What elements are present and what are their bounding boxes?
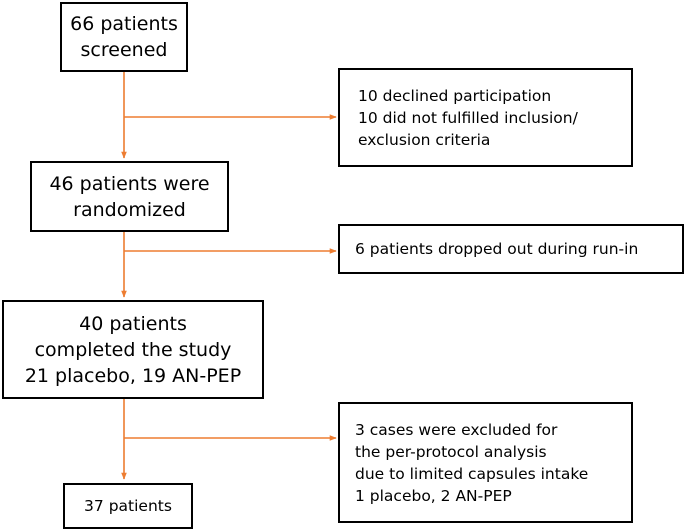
randomized-line-1: 46 patients were — [49, 172, 210, 195]
excluded-protocol-box: 3 cases were excluded for the per-protoc… — [338, 402, 633, 523]
excluded-screening-box: 10 declined participation 10 did not ful… — [338, 68, 633, 167]
dropped-out-box: 6 patients dropped out during run-in — [338, 224, 684, 274]
completed-line-1: 40 patients — [79, 312, 187, 335]
randomized-line-2: randomized — [73, 198, 186, 221]
excluded-protocol-line-3: due to limited capsules intake — [355, 464, 589, 483]
dropped-out-line-1: 6 patients dropped out during run-in — [355, 240, 639, 258]
screened-box: 66 patients screened — [60, 2, 188, 72]
excluded-protocol-line-2: the per-protocol analysis — [355, 442, 547, 461]
screened-line-1: 66 patients — [70, 13, 178, 35]
excluded-protocol-line-1: 3 cases were excluded for — [355, 420, 558, 439]
completed-line-3: 21 placebo, 19 AN-PEP — [24, 364, 242, 387]
screened-line-2: screened — [80, 39, 168, 61]
randomized-box: 46 patients were randomized — [30, 161, 229, 232]
completed-box: 40 patients completed the study 21 place… — [2, 300, 264, 399]
excluded-screening-line-2: 10 did not fulfilled inclusion/ — [358, 108, 578, 127]
completed-line-2: completed the study — [34, 338, 232, 361]
final-box: 37 patients — [63, 483, 193, 529]
excluded-protocol-line-4: 1 placebo, 2 AN-PEP — [355, 486, 512, 505]
final-line-1: 37 patients — [84, 497, 172, 515]
excluded-screening-line-1: 10 declined participation — [358, 86, 552, 105]
excluded-screening-line-3: exclusion criteria — [358, 130, 491, 149]
